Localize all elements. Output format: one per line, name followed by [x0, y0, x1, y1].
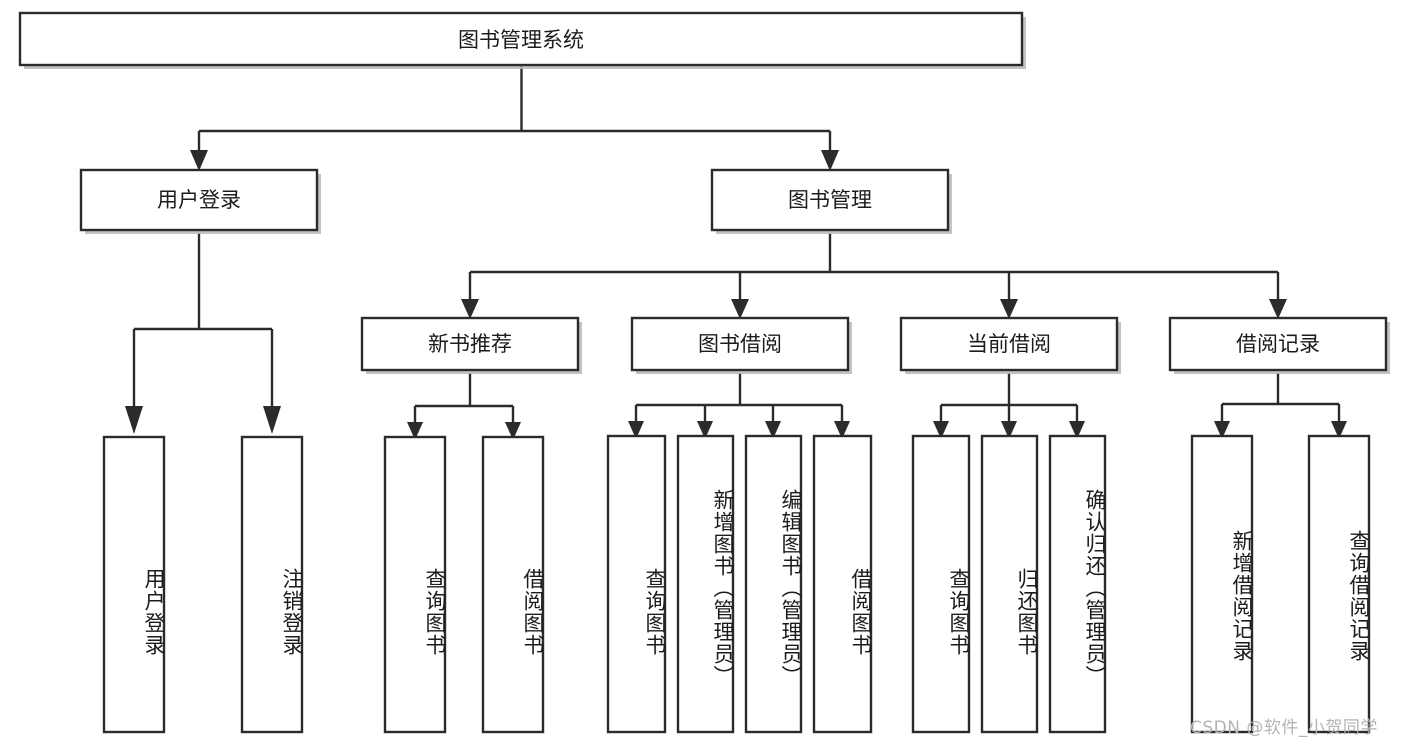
arrowhead-current [1000, 299, 1018, 319]
leaf-box-logout[interactable] [240, 435, 304, 734]
leaf-box-borrow-lend[interactable] [812, 434, 873, 734]
leaf-box-recommend-query[interactable] [383, 435, 447, 734]
edges-group [132, 66, 1341, 425]
node-root-label: 图书管理系统 [458, 28, 584, 52]
arrowhead-record-leaf-2 [1331, 421, 1347, 439]
arrowhead-record-leaf-1 [1214, 421, 1230, 439]
node-user-login-label: 用户登录 [157, 188, 241, 212]
leaf-box-record-add[interactable] [1190, 434, 1254, 734]
nodes-group: 图书管理系统 用户登录 图书管理 新书推荐 图书借阅 当前借阅 借阅记录 [18, 11, 1390, 734]
arrowhead-borrow-leaf-1 [628, 421, 644, 439]
leaf-box-borrow-edit[interactable] [744, 434, 803, 734]
node-recommend-box[interactable] [360, 316, 580, 372]
leaf-box-user-login[interactable] [102, 435, 166, 734]
node-borrow-label: 图书借阅 [698, 332, 782, 356]
arrowhead-current-leaf-2 [1001, 421, 1017, 439]
node-record-label: 借阅记录 [1236, 332, 1320, 356]
arrowhead-user-login [190, 150, 208, 171]
node-root-box[interactable] [18, 11, 1024, 67]
arrowhead-borrow [731, 299, 749, 319]
node-record-box[interactable] [1168, 316, 1388, 372]
leaf-box-record-query[interactable] [1307, 434, 1371, 734]
arrowhead-recommend-leaf-1 [407, 422, 423, 440]
arrowhead-current-leaf-1 [933, 421, 949, 439]
node-recommend-label: 新书推荐 [428, 332, 512, 356]
arrowhead-leaf-logout [263, 406, 281, 434]
leaf-box-current-query[interactable] [911, 434, 971, 734]
node-book-mgmt-box[interactable] [710, 168, 950, 232]
node-book-mgmt-label: 图书管理 [788, 188, 872, 212]
arrowhead-record [1269, 299, 1287, 319]
arrowhead-borrow-leaf-4 [834, 421, 850, 439]
leaf-box-borrow-query[interactable] [606, 434, 667, 734]
leaf-box-recommend-borrow[interactable] [481, 435, 545, 734]
node-borrow-box[interactable] [630, 316, 850, 372]
arrowhead-borrow-leaf-3 [765, 421, 781, 439]
leaf-box-current-return[interactable] [980, 434, 1039, 734]
arrowhead-recommend-leaf-2 [505, 422, 521, 440]
arrowhead-borrow-leaf-2 [697, 421, 713, 439]
arrowhead-recommend [461, 299, 479, 319]
node-current-label: 当前借阅 [967, 332, 1051, 356]
arrowhead-current-leaf-3 [1069, 421, 1085, 439]
node-user-login-box[interactable] [79, 168, 319, 232]
leaf-box-borrow-add[interactable] [676, 434, 735, 734]
watermark-text: CSDN @软件_小贺同学 [1190, 718, 1378, 738]
arrowhead-book-mgmt [821, 150, 839, 171]
node-current-box[interactable] [899, 316, 1119, 372]
arrowhead-leaf-user-login [125, 406, 143, 434]
arrowheads-group [125, 150, 1347, 440]
leaf-box-current-confirm[interactable] [1048, 434, 1107, 734]
